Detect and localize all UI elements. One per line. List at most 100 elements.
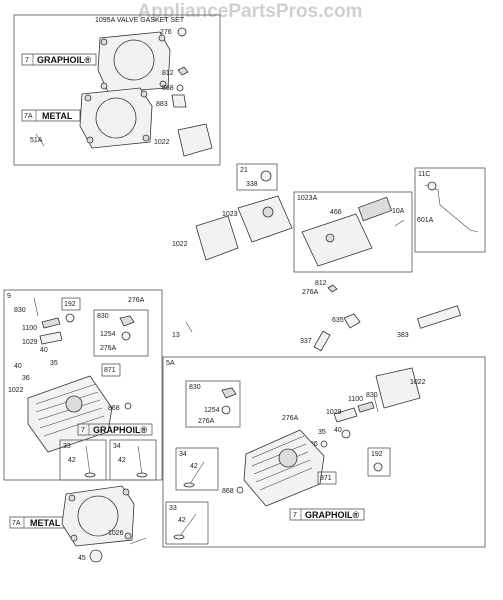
svg-text:42: 42 (178, 517, 186, 524)
svg-text:830: 830 (97, 313, 109, 320)
part-45-clip: 45 (78, 549, 103, 563)
svg-text:51A: 51A (30, 137, 43, 144)
svg-text:883: 883 (156, 101, 168, 108)
part-13-screw: 13 (172, 321, 193, 339)
kit-metal-top: 7A METAL (21, 109, 81, 122)
part-635-spark-plug-boot: 635 (332, 313, 361, 329)
part-868-top: 868 (162, 84, 184, 92)
box-33-right: 33 42 (165, 501, 209, 545)
svg-text:868: 868 (108, 405, 120, 412)
cylinder-head-right: 868 (222, 429, 325, 507)
svg-text:276A: 276A (198, 418, 215, 425)
box-1023A: 1023A 466 10A (293, 191, 413, 273)
svg-text:1022: 1022 (8, 387, 24, 394)
svg-text:7A: 7A (12, 520, 21, 527)
box-830-right: 830 1254 276A (185, 380, 241, 428)
part-51A: 51A (30, 133, 45, 147)
svg-text:1022: 1022 (172, 241, 188, 248)
svg-text:635: 635 (332, 317, 344, 324)
svg-text:7: 7 (25, 57, 29, 64)
watermark: AppliancePartsPros.com (138, 1, 363, 22)
gasket-set-frame (13, 14, 221, 166)
svg-text:830: 830 (366, 392, 378, 399)
part-1026-guide: 1026 (108, 530, 147, 545)
svg-text:1254: 1254 (100, 331, 116, 338)
svg-text:33: 33 (63, 443, 71, 450)
svg-text:812: 812 (315, 280, 327, 287)
svg-text:42: 42 (190, 463, 198, 470)
svg-text:45: 45 (78, 555, 86, 562)
part-276-washer: 276 (160, 27, 187, 37)
svg-text:337: 337 (300, 338, 312, 345)
svg-text:383: 383 (397, 332, 409, 339)
cylinder-head-left: 1022 868 (8, 375, 132, 453)
part-812-mid: 812 276A (302, 280, 338, 296)
svg-text:1023: 1023 (222, 211, 238, 218)
svg-text:11C: 11C (418, 171, 430, 178)
head-gasket-metal (79, 87, 153, 149)
kit-graphoil-top: 7 GRAPHOIL® (21, 53, 97, 66)
svg-text:1254: 1254 (204, 407, 220, 414)
svg-text:METAL: METAL (42, 111, 73, 121)
svg-text:338: 338 (246, 181, 258, 188)
part-1022-cover-gasket-mid: 1022 (172, 215, 239, 261)
label-276A-left: 276A (128, 297, 145, 304)
svg-text:1029: 1029 (326, 409, 342, 416)
box-192-right: 192 (367, 447, 391, 477)
kit-graphoil-left: 7 GRAPHOIL® (77, 423, 153, 436)
svg-text:830: 830 (189, 384, 201, 391)
svg-text:35: 35 (50, 360, 58, 367)
svg-text:21: 21 (240, 167, 248, 174)
svg-text:35: 35 (318, 429, 326, 436)
kit-graphoil-right: 7 GRAPHOIL® (289, 508, 365, 521)
svg-text:466: 466 (330, 209, 342, 216)
svg-text:830: 830 (14, 307, 26, 314)
rocker-stack-right: 1029 1100 830 40 35 36 (310, 392, 379, 448)
svg-text:GRAPHOIL®: GRAPHOIL® (93, 425, 148, 435)
box-5A-frame (162, 356, 486, 548)
svg-text:868: 868 (162, 85, 174, 92)
svg-text:METAL: METAL (30, 518, 61, 528)
box-11C: 11C 601A (414, 167, 486, 253)
box-34-right: 34 42 (175, 447, 219, 491)
head-gasket-graphoil (97, 31, 171, 93)
box-9-label: 9 (7, 293, 11, 300)
box-830-left: 830 1254 276A (93, 309, 149, 357)
svg-text:42: 42 (118, 457, 126, 464)
box-34-left: 34 42 (109, 439, 157, 481)
svg-text:GRAPHOIL®: GRAPHOIL® (305, 510, 360, 520)
svg-text:1029: 1029 (22, 339, 38, 346)
box-192-left: 192 (61, 297, 81, 323)
svg-text:40: 40 (334, 427, 342, 434)
svg-text:871: 871 (320, 475, 332, 482)
svg-text:36: 36 (310, 441, 318, 448)
part-1022-cover-gasket-right: 1022 (375, 367, 426, 409)
svg-text:GRAPHOIL®: GRAPHOIL® (37, 55, 92, 65)
svg-text:7: 7 (81, 427, 85, 434)
kit-metal-bottom: 7A METAL (9, 516, 65, 529)
box-21: 21 338 (236, 163, 278, 191)
svg-text:42: 42 (68, 457, 76, 464)
svg-text:1100: 1100 (22, 325, 37, 332)
svg-text:276A: 276A (302, 289, 319, 296)
svg-text:40: 40 (40, 347, 48, 354)
svg-text:192: 192 (64, 301, 76, 308)
svg-text:276A: 276A (100, 345, 117, 352)
svg-text:10A: 10A (392, 208, 405, 215)
box-871-left: 871 (101, 363, 121, 377)
part-812-top: 812 (162, 66, 189, 77)
part-383-breather: 383 (397, 305, 462, 339)
label-276A-right2: 276A (282, 415, 299, 422)
svg-text:812: 812 (162, 70, 174, 77)
svg-text:34: 34 (179, 451, 187, 458)
box-5A-label: 5A (166, 360, 175, 367)
svg-text:276: 276 (160, 29, 172, 36)
svg-text:7: 7 (293, 512, 297, 519)
svg-text:601A: 601A (417, 217, 434, 224)
svg-text:40: 40 (14, 363, 22, 370)
svg-text:13: 13 (172, 332, 180, 339)
svg-text:1022: 1022 (154, 139, 170, 146)
part-1023-valve-cover: 1023 (222, 195, 293, 243)
box-33-left: 33 42 (59, 439, 107, 481)
